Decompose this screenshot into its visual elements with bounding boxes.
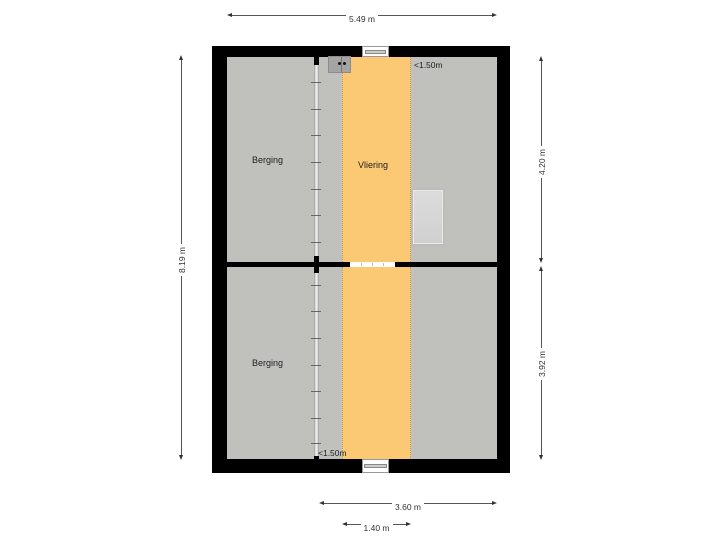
vliering-strip-upper	[342, 57, 411, 262]
rail-icon	[314, 65, 319, 256]
arrow-left-icon	[227, 12, 232, 17]
dimension-label: 3.92 m	[537, 348, 547, 380]
rail-icon	[314, 273, 319, 456]
wall-stub-top	[314, 57, 319, 65]
dimension-lower-depth: 3.92 m	[537, 266, 547, 460]
room-label-berging-lower: Berging	[252, 358, 284, 368]
vliering-strip-lower	[342, 267, 411, 459]
arrow-up-icon	[538, 56, 543, 61]
arrow-up-icon	[178, 55, 183, 60]
room-label-vliering: Vliering	[358, 160, 389, 170]
arrow-down-icon	[538, 258, 543, 263]
arrow-right-icon	[406, 521, 411, 526]
dimension-label: 1.40 m	[360, 523, 393, 533]
dimension-label: 5.49 m	[346, 14, 378, 24]
arrow-right-icon	[492, 500, 497, 505]
room-label-berging-upper: Berging	[252, 155, 284, 165]
vent-icon	[328, 56, 351, 73]
window-icon	[362, 459, 389, 473]
skylight-icon	[411, 188, 445, 246]
window-icon	[362, 46, 389, 57]
arrow-left-icon	[342, 521, 347, 526]
arrow-down-icon	[178, 455, 183, 460]
dimension-strip-width: 1.40 m	[342, 520, 411, 533]
dimension-total-depth: 8.19 m	[177, 55, 187, 460]
door-icon[interactable]	[350, 262, 395, 267]
dimension-upper-depth: 4.20 m	[537, 56, 547, 263]
dimension-total-width: 5.49 m	[227, 11, 497, 24]
dimension-label: 8.19 m	[177, 244, 187, 276]
arrow-down-icon	[538, 455, 543, 460]
arrow-left-icon	[319, 500, 324, 505]
dimension-label: 3.60 m	[392, 502, 424, 512]
dimension-bottom-width: 3.60 m	[319, 499, 497, 512]
arrow-right-icon	[492, 12, 497, 17]
dimension-label: 4.20 m	[537, 146, 547, 178]
low-height-annotation-top: <1.50m	[414, 60, 443, 70]
low-height-annotation-bottom: <1.50m	[318, 448, 347, 458]
arrow-up-icon	[538, 266, 543, 271]
